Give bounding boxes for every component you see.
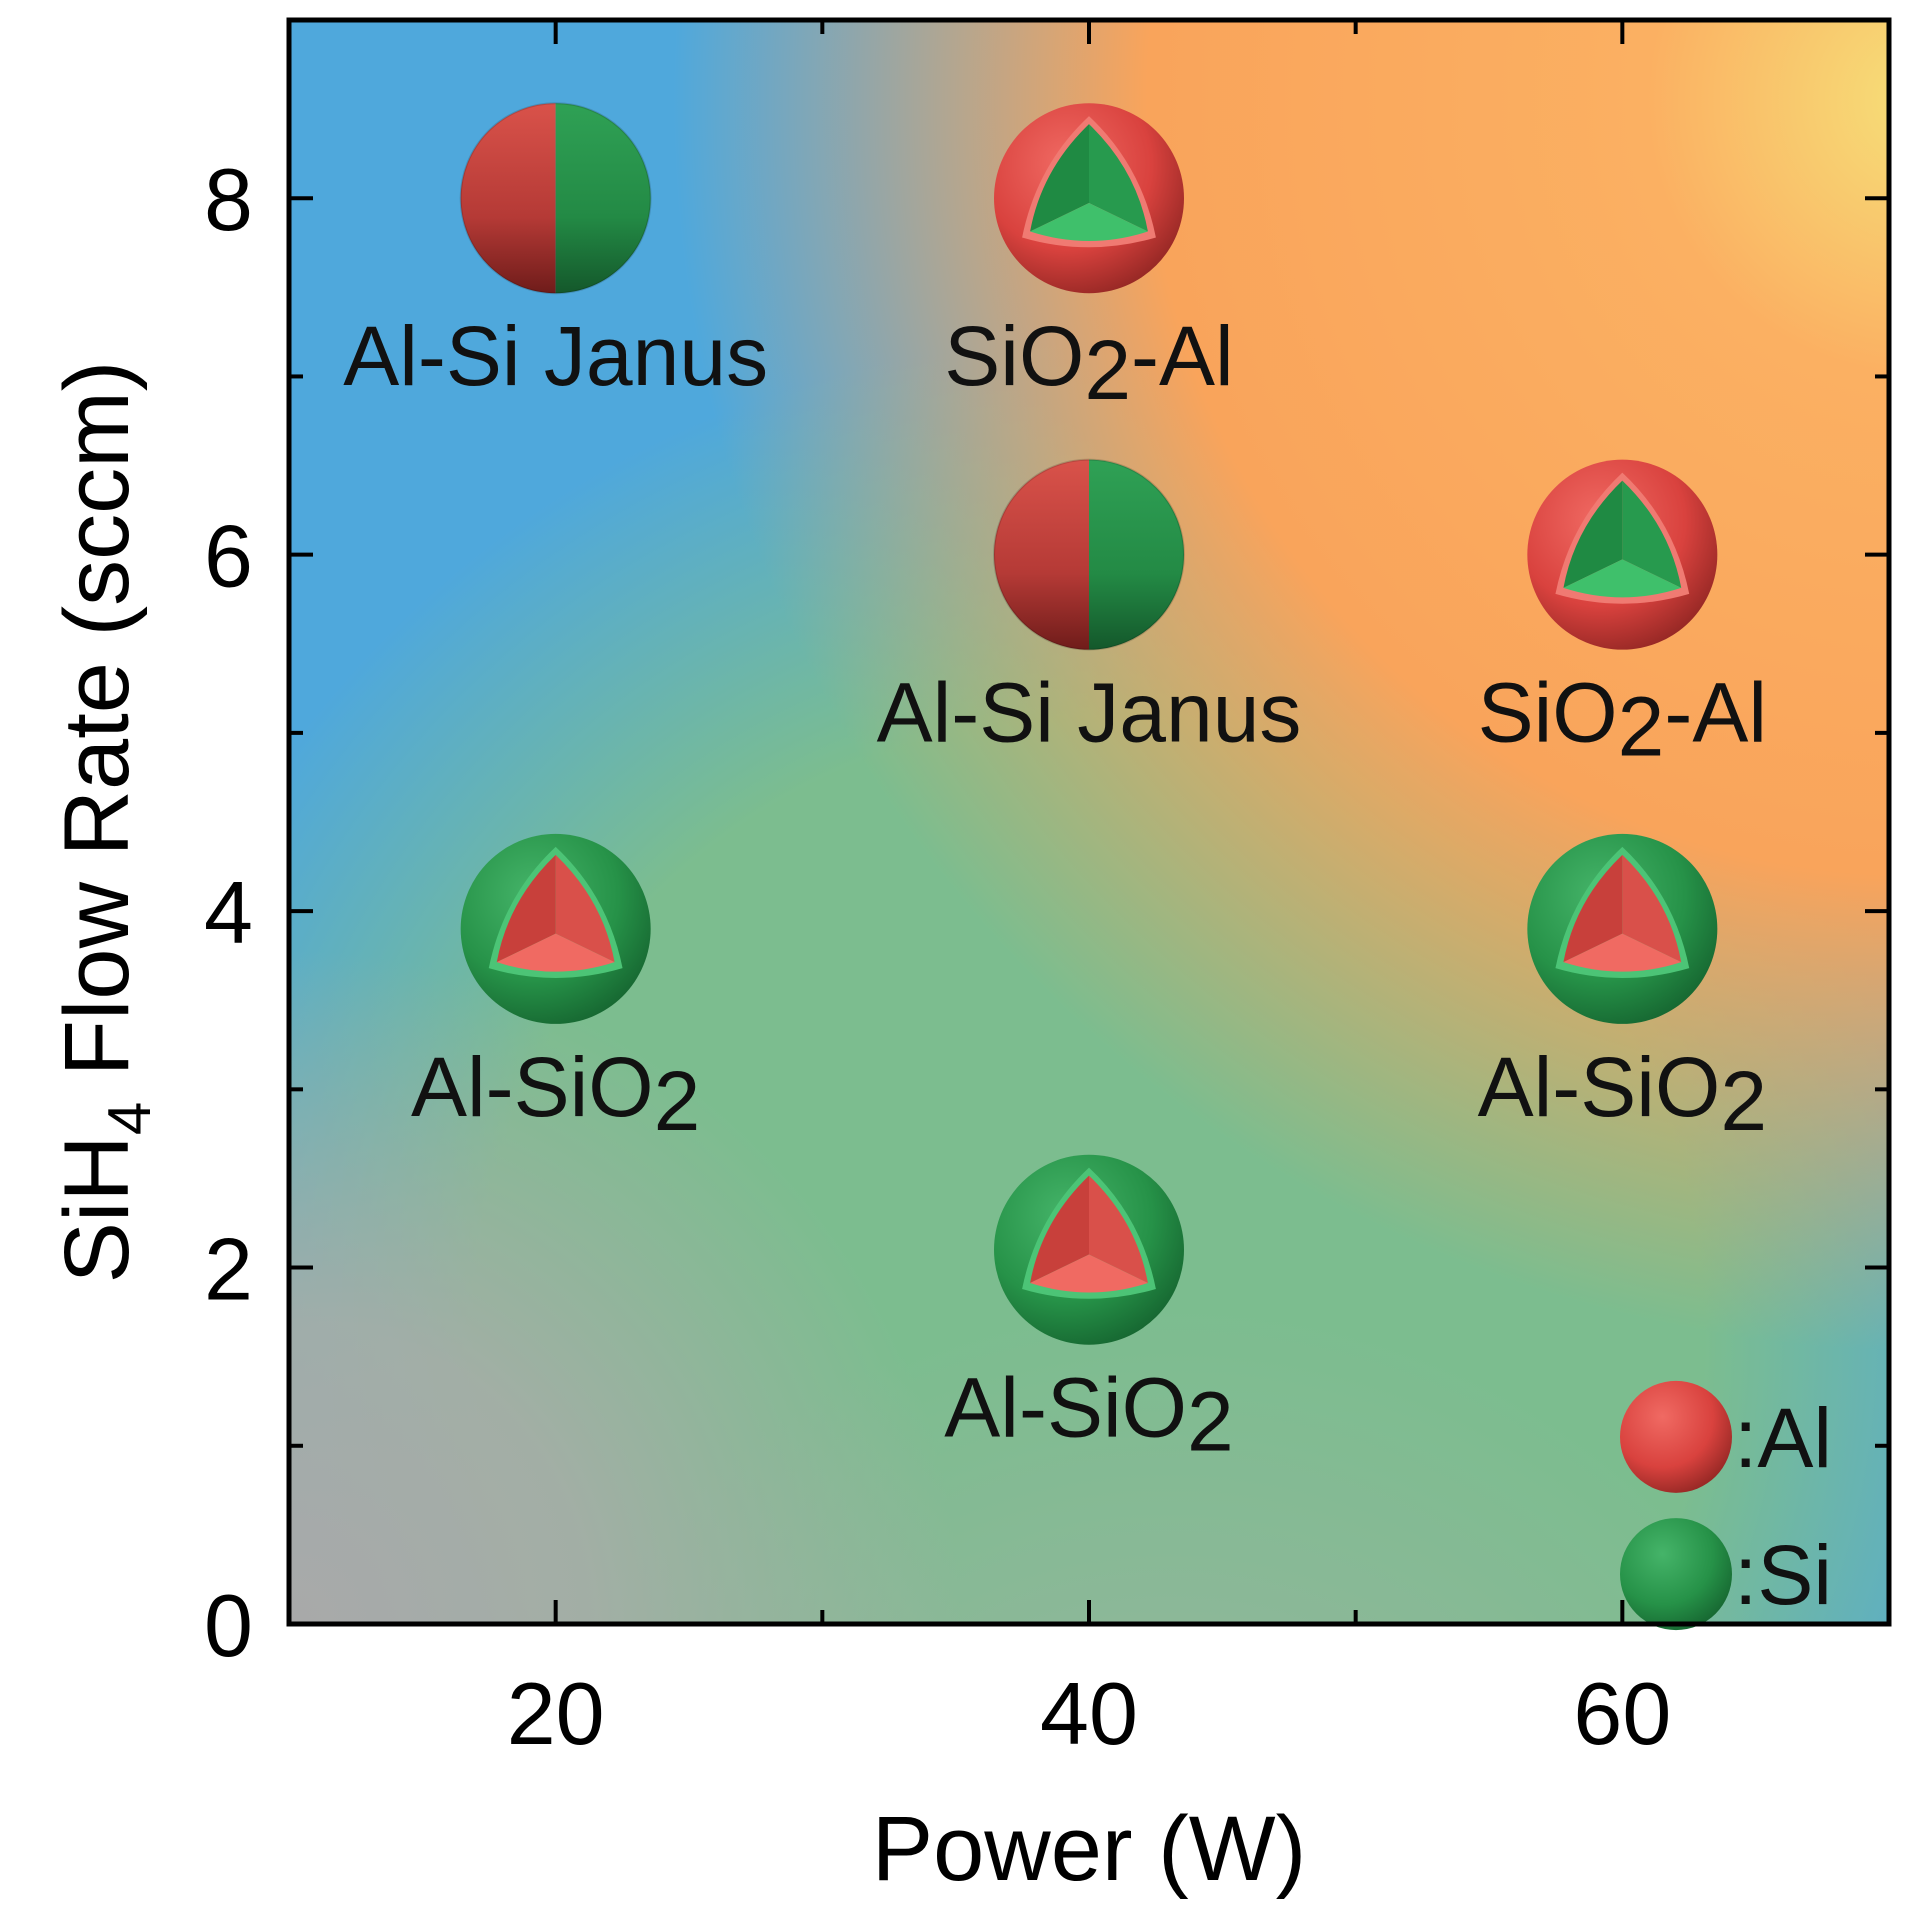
y-tick-label: 2: [204, 1220, 253, 1319]
y-tick-label: 4: [204, 863, 253, 962]
point-label: Al-Si Janus: [877, 666, 1302, 760]
data-point-core-shell-si-shell: [460, 833, 651, 1024]
data-points: [459, 102, 1718, 1345]
point-label: Al-SiO2: [944, 1361, 1233, 1469]
point-label: Al-Si Janus: [343, 309, 768, 403]
x-axis-title: Power (W): [872, 1798, 1306, 1900]
y-tick-label: 6: [204, 507, 253, 606]
point-label: SiO2-Al: [1478, 666, 1767, 774]
y-tick-label: 0: [204, 1576, 253, 1675]
x-tick-label: 20: [507, 1664, 605, 1763]
legend-label: :Si: [1734, 1528, 1832, 1622]
legend: :Al :Si: [1620, 1380, 1832, 1631]
x-tick-label: 40: [1040, 1664, 1138, 1763]
point-label: Al-SiO2: [411, 1040, 700, 1148]
y-tick-label: 8: [204, 150, 253, 249]
data-point-janus: [459, 102, 652, 295]
data-point-janus: [993, 458, 1185, 651]
y-axis-title: SiH4 Flow Rate (sccm): [46, 361, 163, 1284]
data-point-core-shell-al-shell: [994, 103, 1184, 294]
legend-label: :Al: [1734, 1391, 1832, 1485]
data-point-core-shell-si-shell: [994, 1154, 1184, 1345]
legend-swatch: [1620, 1518, 1732, 1631]
legend-swatch: [1620, 1380, 1732, 1493]
point-label: Al-SiO2: [1478, 1040, 1767, 1148]
x-tick-label: 60: [1573, 1664, 1671, 1763]
data-point-core-shell-si-shell: [1527, 833, 1718, 1024]
point-label: SiO2-Al: [944, 309, 1233, 417]
data-point-core-shell-al-shell: [1527, 459, 1718, 650]
